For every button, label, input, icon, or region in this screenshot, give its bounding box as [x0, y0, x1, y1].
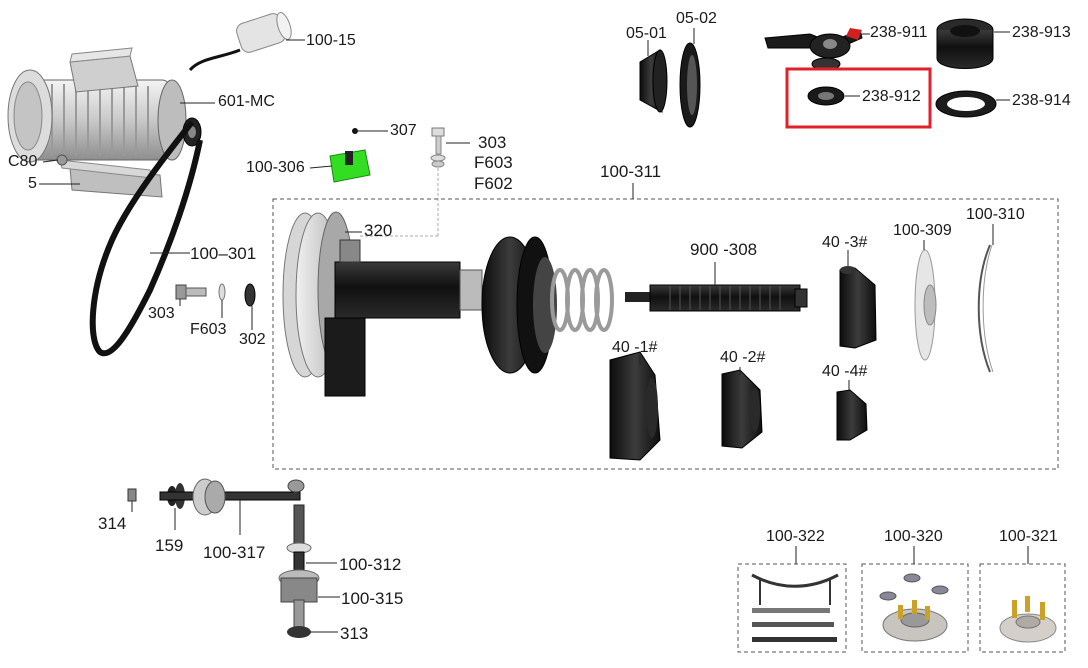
label-100-320: 100-320	[884, 528, 943, 545]
accessory-100-322	[737, 546, 847, 653]
label-100-315: 100-315	[341, 589, 404, 608]
label-900-308: 900 -308	[690, 240, 758, 259]
label-100-309: 100-309	[893, 222, 952, 239]
column-100-312	[278, 504, 340, 638]
accessory-100-321	[979, 546, 1066, 653]
label-238-914: 238-914	[1012, 92, 1071, 109]
plate-100-309	[914, 240, 937, 361]
label-05-02: 05-02	[676, 10, 717, 27]
group-box-100-311	[272, 198, 1059, 470]
label-303-top: 303	[478, 133, 507, 152]
label-302: 302	[239, 331, 266, 348]
label-f603-mid: F603	[190, 321, 227, 338]
capacitor-100-15	[188, 12, 305, 72]
snap-ring-100-310	[977, 224, 994, 373]
label-c80: C80	[8, 153, 38, 170]
label-238-912: 238-912	[862, 88, 921, 105]
ring-05-02	[679, 28, 701, 128]
label-100-15: 100-15	[306, 32, 356, 49]
label-40-2: 40 -2#	[720, 349, 766, 366]
label-100-322: 100-322	[766, 528, 825, 545]
label-05-01: 05-01	[626, 25, 667, 42]
cone-05-01	[639, 40, 668, 113]
label-314: 314	[98, 514, 127, 533]
spring	[550, 268, 614, 332]
highlight-box-238-912	[785, 67, 932, 129]
board-100-306	[309, 128, 388, 183]
motor-assembly	[7, 47, 202, 198]
label-40-4: 40 -4#	[822, 363, 868, 380]
label-100-301: 100–301	[190, 244, 257, 263]
nut-302	[244, 283, 256, 330]
threaded-shaft-900-308	[625, 262, 808, 312]
linkage-100-317	[127, 478, 305, 535]
label-307: 307	[390, 122, 417, 139]
shaft-housing	[324, 236, 557, 397]
bolt-303-mid	[175, 284, 207, 306]
cone-40-4	[836, 380, 868, 441]
cup-238-913	[936, 18, 1010, 69]
label-601-mc: 601-MC	[218, 93, 275, 110]
label-100-317: 100-317	[203, 543, 266, 562]
label-303-mid: 303	[148, 305, 175, 322]
ring-238-914	[935, 90, 1010, 118]
label-100-321: 100-321	[999, 528, 1058, 545]
washer-f603-mid	[218, 283, 226, 318]
label-313: 313	[340, 624, 369, 643]
label-100-311: 100-311	[600, 162, 662, 181]
label-40-3: 40 -3#	[822, 234, 868, 251]
label-40-1: 40 -1#	[612, 339, 658, 356]
cone-40-1	[609, 351, 661, 461]
label-f602: F602	[474, 174, 513, 193]
label-238-913: 238-913	[1012, 24, 1071, 41]
accessory-100-320	[861, 546, 969, 653]
label-100-312: 100-312	[339, 555, 402, 574]
label-320: 320	[364, 221, 393, 240]
cone-40-3	[839, 250, 877, 349]
label-238-911: 238-911	[870, 24, 928, 41]
bolt-303-top	[360, 127, 470, 237]
belt-100-301	[89, 120, 203, 357]
label-100-306: 100-306	[246, 159, 305, 176]
label-100-310: 100-310	[966, 206, 1025, 223]
label-f603-top: F603	[474, 153, 513, 172]
quick-nut-238-911	[764, 28, 870, 71]
washer-238-912	[807, 86, 860, 106]
cone-40-2	[721, 367, 763, 449]
label-159: 159	[155, 536, 184, 555]
label-5: 5	[28, 175, 37, 192]
